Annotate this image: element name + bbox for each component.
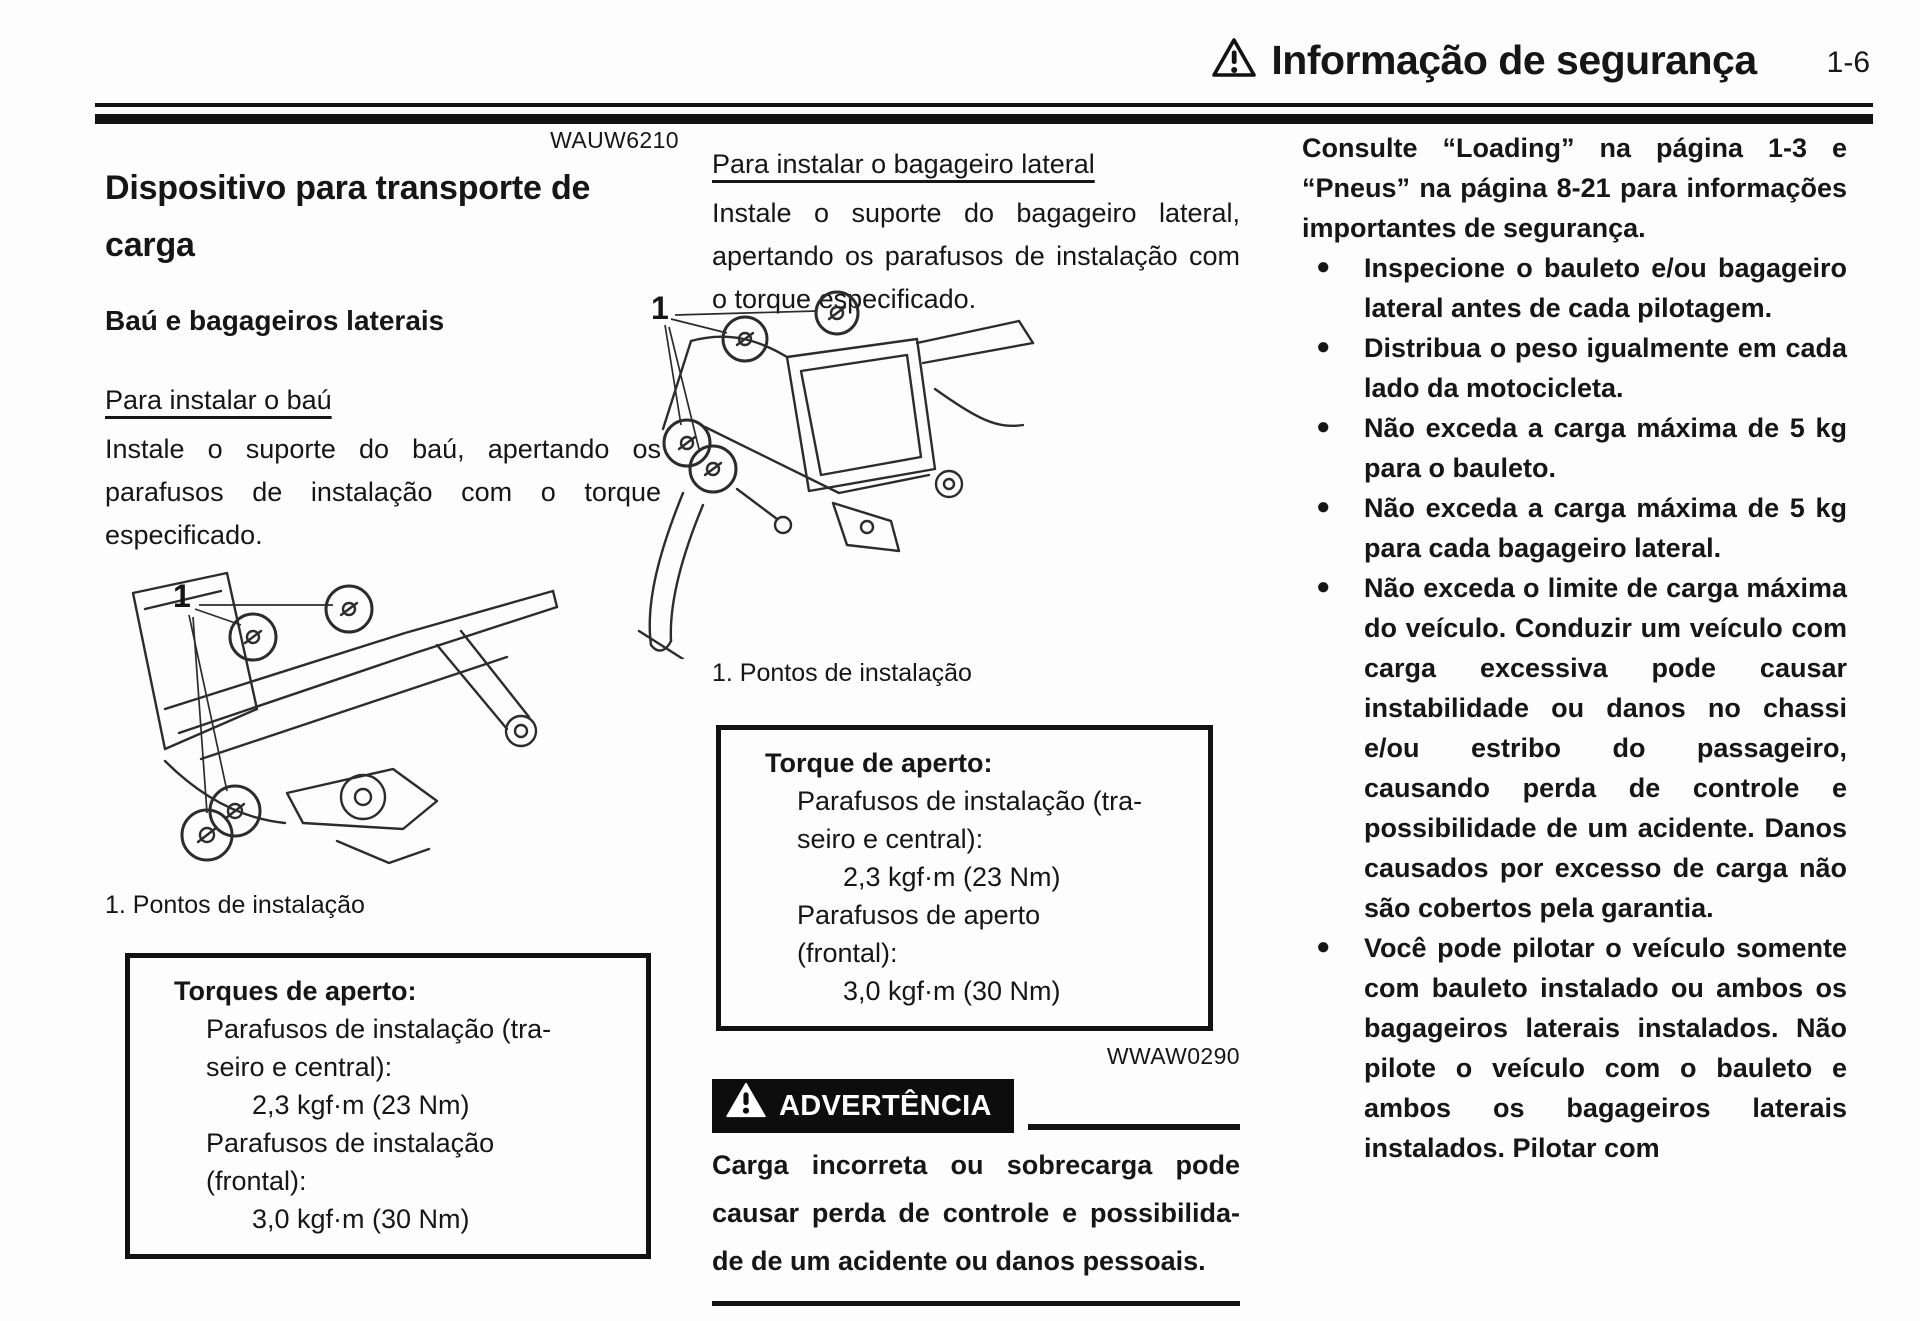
list-item: ● Distribua o peso igualmente em cada la…: [1302, 328, 1847, 408]
list-item-text: Distribua o peso igualmente em cada lado…: [1364, 333, 1847, 403]
bullet-icon: ●: [1316, 933, 1331, 960]
body-paragraph: Instale o suporte do bagageiro lateral, …: [712, 198, 1240, 314]
warning-filled-triangle-icon: [726, 1082, 766, 1131]
warning-text-line: Carga incorreta ou sobrecarga pode: [712, 1150, 1240, 1180]
list-item: ● Inspecione o bauleto e/ou bagageiro la…: [1302, 248, 1847, 328]
torque-line: (frontal):: [797, 938, 898, 968]
torque-line: Parafusos de instalação: [206, 1128, 495, 1158]
bullet-icon: ●: [1316, 253, 1331, 280]
paragraph-code: WWAW0290: [1106, 1043, 1240, 1069]
bullet-icon: ●: [1316, 493, 1331, 520]
torque-line: seiro e central):: [206, 1052, 393, 1082]
warning-label: ADVERTÊNCIA: [779, 1089, 992, 1122]
subsection-heading: Para instalar o bagageiro lateral: [712, 149, 1095, 179]
header-divider: [95, 103, 1873, 124]
warning-text-line: causar perda de controle e possibilida-: [712, 1198, 1240, 1228]
list-item-text: Não exceda a carga máxima de 5 kg para c…: [1364, 493, 1847, 563]
warning-paragraph: Carga incorreta ou sobrecarga pode causa…: [712, 1141, 1240, 1285]
column-middle: Para instalar o bagageiro lateral Instal…: [637, 146, 1240, 1306]
list-item-text: Não exceda a carga máxima de 5 kg para o…: [1364, 413, 1847, 483]
diagram-callout-1: 1: [173, 578, 191, 614]
list-item: ● Não exceda o limite de carga máxima do…: [1302, 568, 1847, 928]
torque-value: 3,0 kgf·m (30 Nm): [252, 1204, 470, 1234]
torque-spec-box: Torque de aperto: Parafusos de instalaçã…: [716, 725, 1213, 1031]
warning-bottom-rule: [712, 1301, 1240, 1306]
body-paragraph: Instale o suporte do baú, apertando os p…: [105, 434, 661, 550]
torque-line: seiro e central):: [797, 824, 984, 854]
list-item: ● Você pode pilotar o veículo somente co…: [1302, 928, 1847, 1168]
torque-value: 3,0 kgf·m (30 Nm): [843, 976, 1061, 1006]
page-number: 1-6: [1826, 46, 1870, 79]
list-item: ● Não exceda a carga máxima de 5 kg para…: [1302, 488, 1847, 568]
bullet-icon: ●: [1316, 413, 1331, 440]
figure-caption: 1. Pontos de instalação: [105, 891, 365, 919]
torque-value: 2,3 kgf·m (23 Nm): [843, 862, 1061, 892]
page-header: Informação de segurança 1-6: [100, 34, 1870, 86]
section-heading: Baú e bagageiros laterais: [105, 305, 445, 336]
installation-diagram-side-case: 1: [637, 279, 1240, 659]
torque-box-title: Torques de aperto:: [174, 976, 417, 1006]
warning-banner: ADVERTÊNCIA: [712, 1079, 1240, 1133]
header-title-block: Informação de segurança: [1211, 34, 1757, 86]
torque-line: Parafusos de instalação (tra-: [206, 1014, 552, 1044]
torque-line: (frontal):: [206, 1166, 307, 1196]
installation-diagram-top-case: 1: [105, 561, 661, 891]
warning-rule: [1027, 1124, 1240, 1130]
torque-line: Parafusos de instalação (tra-: [797, 786, 1143, 816]
bullet-icon: ●: [1316, 333, 1331, 360]
page-title: Informação de segurança: [1271, 37, 1757, 83]
subsection-heading: Para instalar o baú: [105, 385, 332, 415]
torque-spec-box: Torques de aperto: Parafusos de instalaç…: [125, 953, 651, 1259]
figure-caption: 1. Pontos de instalação: [712, 659, 972, 687]
torque-line: Parafusos de aperto: [797, 900, 1041, 930]
diagram-callout-1: 1: [651, 290, 669, 326]
chapter-heading: Dispositivo para transporte de carga: [105, 169, 591, 264]
torque-box-title: Torque de aperto:: [765, 748, 993, 778]
column-left: WAUW6210 Dispositivo para transporte de …: [105, 128, 679, 1259]
column-right: Consulte “Loading” na página 1-3 e “Pneu…: [1302, 128, 1847, 1168]
safety-intro-paragraph: Consulte “Loading” na página 1-3 e “Pneu…: [1302, 133, 1847, 243]
warning-label-box: ADVERTÊNCIA: [712, 1079, 1014, 1133]
warning-triangle-icon: [1211, 37, 1257, 84]
list-item-text: Você pode pilotar o veículo somente com …: [1364, 933, 1847, 1163]
list-item-text: Inspecione o bauleto e/ou bagageiro late…: [1364, 253, 1847, 323]
torque-value: 2,3 kgf·m (23 Nm): [252, 1090, 470, 1120]
paragraph-code: WAUW6210: [550, 127, 679, 153]
list-item-text: Não exceda o limite de carga máxima do v…: [1364, 573, 1847, 923]
list-item: ● Não exceda a carga máxima de 5 kg para…: [1302, 408, 1847, 488]
bullet-icon: ●: [1316, 573, 1331, 600]
warning-text-line: de de um acidente ou danos pessoais.: [712, 1246, 1206, 1276]
